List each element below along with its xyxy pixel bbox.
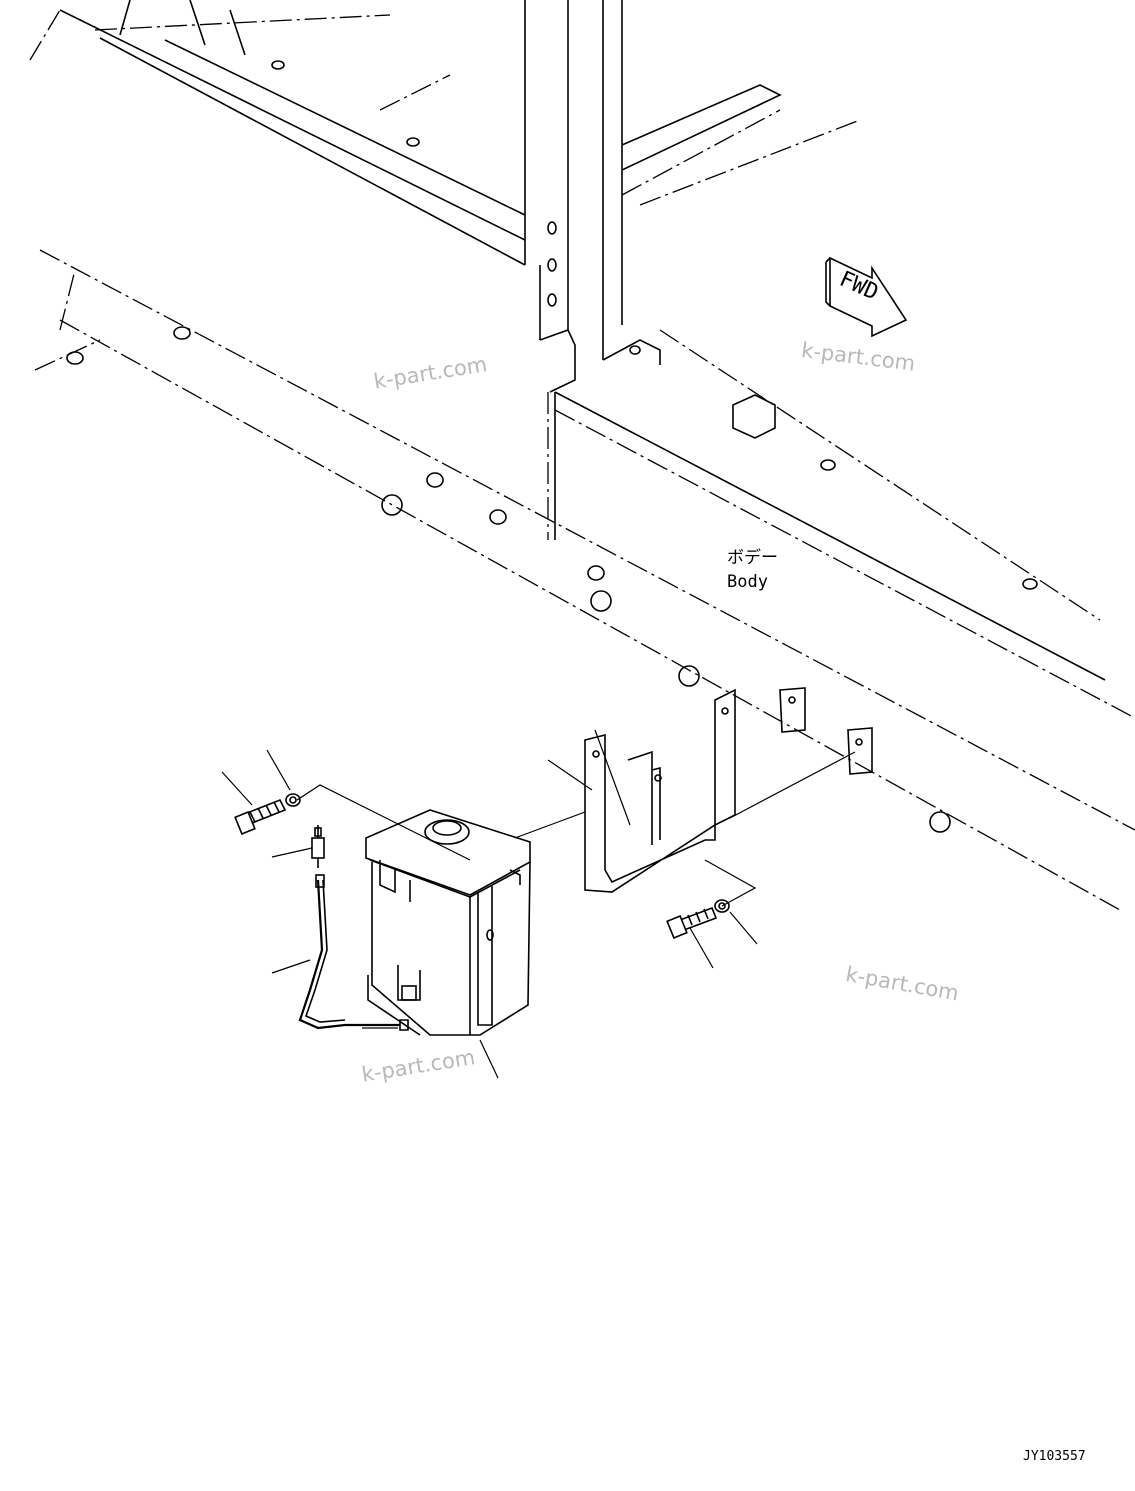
washer-left: [285, 793, 301, 807]
washer-hose: [298, 874, 400, 1030]
body-label-jp: ボデー: [727, 548, 778, 568]
rail-bosses: [66, 60, 1038, 833]
body-label-en: Body: [727, 572, 768, 592]
assembly-lines: [296, 751, 856, 907]
drawing-code: JY103557: [1023, 1449, 1086, 1464]
fwd-arrow: FWD: [825, 256, 908, 338]
callout-leaders: [221, 729, 758, 1079]
bolt-left: [234, 798, 287, 836]
body-frame: [29, 0, 1135, 911]
check-valve: [311, 825, 325, 868]
bolt-right: [666, 906, 718, 940]
washer-tank: [365, 809, 531, 1036]
tank-bracket: [584, 688, 736, 893]
